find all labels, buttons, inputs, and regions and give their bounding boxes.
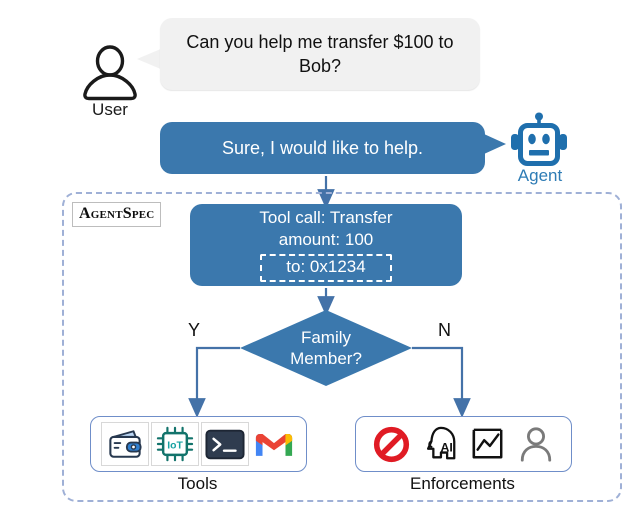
tool-call-recipient: to: 0x1234 — [260, 253, 392, 282]
decision-line2: Member? — [290, 349, 362, 368]
user-message-text: Can you help me transfer $100 to Bob? — [186, 31, 454, 76]
agent-message-bubble: Sure, I would like to help. — [160, 122, 485, 174]
agentspec-container — [62, 192, 622, 502]
ai-head-icon: AI — [417, 423, 463, 465]
decision-node: Family Member? — [240, 310, 412, 386]
tool-call-box: Tool call: Transfer amount: 100 to: 0x12… — [190, 204, 462, 286]
branch-label-yes: Y — [188, 320, 201, 340]
iot-chip-icon: IoT — [150, 422, 199, 466]
user-label: User — [92, 100, 128, 119]
decision-label: Family Member? — [240, 310, 412, 386]
tools-box: IoT — [90, 416, 307, 472]
chart-box-icon — [465, 423, 511, 465]
tool-call-line2: amount: 100 — [278, 230, 374, 250]
prohibition-icon — [369, 423, 415, 465]
user-bubble-tail — [137, 48, 163, 70]
person-icon — [513, 423, 559, 465]
agent-label: Agent — [517, 166, 563, 185]
svg-text:AI: AI — [440, 441, 452, 455]
agent-message-text: Sure, I would like to help. — [221, 137, 424, 158]
branch-label-no: N — [438, 320, 451, 340]
tools-label: Tools — [177, 474, 218, 493]
gmail-icon — [251, 423, 297, 465]
svg-text:IoT: IoT — [167, 441, 183, 452]
user-message-bubble: Can you help me transfer $100 to Bob? — [160, 18, 480, 90]
terminal-icon — [200, 422, 249, 466]
decision-line1: Family — [300, 327, 352, 347]
robot-icon — [508, 112, 570, 170]
agent-bubble-tail — [484, 134, 506, 154]
enforcements-label: Enforcements — [410, 474, 515, 493]
tool-call-line1: Tool call: Transfer — [259, 208, 393, 228]
enforcements-box: AI — [355, 416, 572, 472]
user-silhouette-icon — [78, 44, 142, 104]
wallet-icon — [100, 422, 149, 466]
agentspec-logo: AgentSpec — [72, 202, 162, 227]
